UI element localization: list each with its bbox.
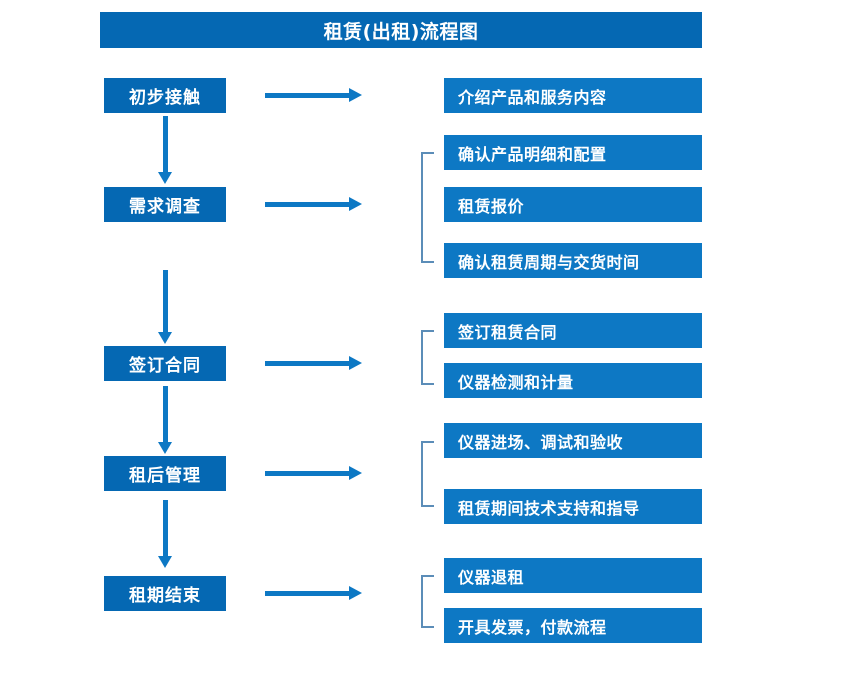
stage-box-initial-contact[interactable]: 初步接触 <box>104 78 226 113</box>
arrow-head <box>349 586 362 600</box>
detail-box-confirm-product-spec[interactable]: 确认产品明细和配置 <box>444 135 702 170</box>
arrow-head <box>158 442 172 454</box>
group-bracket-requirement-survey <box>421 152 434 263</box>
arrow-shaft <box>265 361 349 366</box>
arrow-head <box>158 172 172 184</box>
vertical-arrow-3 <box>158 386 172 454</box>
arrow-head <box>349 356 362 370</box>
group-bracket-sign-contract <box>421 330 434 385</box>
vertical-arrow-2 <box>158 270 172 344</box>
vertical-arrow-1 <box>158 116 172 184</box>
arrow-shaft <box>163 500 168 556</box>
detail-box-confirm-rental-period[interactable]: 确认租赁周期与交货时间 <box>444 243 702 278</box>
horizontal-arrow-4 <box>265 466 362 480</box>
arrow-shaft <box>163 116 168 172</box>
stage-box-rental-end[interactable]: 租期结束 <box>104 576 226 611</box>
stage-box-requirement-survey[interactable]: 需求调查 <box>104 187 226 222</box>
horizontal-arrow-2 <box>265 197 362 211</box>
detail-box-technical-support[interactable]: 租赁期间技术支持和指导 <box>444 489 702 524</box>
detail-box-sign-rental-contract[interactable]: 签订租赁合同 <box>444 313 702 348</box>
arrow-head <box>349 466 362 480</box>
diagram-title: 租赁(出租)流程图 <box>100 12 702 48</box>
arrow-shaft <box>265 93 349 98</box>
detail-box-instrument-return[interactable]: 仪器退租 <box>444 558 702 593</box>
arrow-shaft <box>163 270 168 332</box>
vertical-arrow-4 <box>158 500 172 568</box>
group-bracket-post-rental-management <box>421 441 434 507</box>
arrow-head <box>158 556 172 568</box>
arrow-shaft <box>163 386 168 442</box>
arrow-shaft <box>265 471 349 476</box>
group-bracket-rental-end <box>421 575 434 628</box>
stage-box-post-rental-management[interactable]: 租后管理 <box>104 456 226 491</box>
arrow-head <box>349 197 362 211</box>
detail-box-invoice-payment[interactable]: 开具发票，付款流程 <box>444 608 702 643</box>
arrow-head <box>349 88 362 102</box>
stage-box-sign-contract[interactable]: 签订合同 <box>104 346 226 381</box>
arrow-shaft <box>265 591 349 596</box>
detail-box-rental-quotation[interactable]: 租赁报价 <box>444 187 702 222</box>
arrow-shaft <box>265 202 349 207</box>
detail-box-instrument-installation[interactable]: 仪器进场、调试和验收 <box>444 423 702 458</box>
horizontal-arrow-3 <box>265 356 362 370</box>
detail-box-instrument-inspection[interactable]: 仪器检测和计量 <box>444 363 702 398</box>
horizontal-arrow-5 <box>265 586 362 600</box>
arrow-head <box>158 332 172 344</box>
detail-box-introduce-products[interactable]: 介绍产品和服务内容 <box>444 78 702 113</box>
horizontal-arrow-1 <box>265 88 362 102</box>
